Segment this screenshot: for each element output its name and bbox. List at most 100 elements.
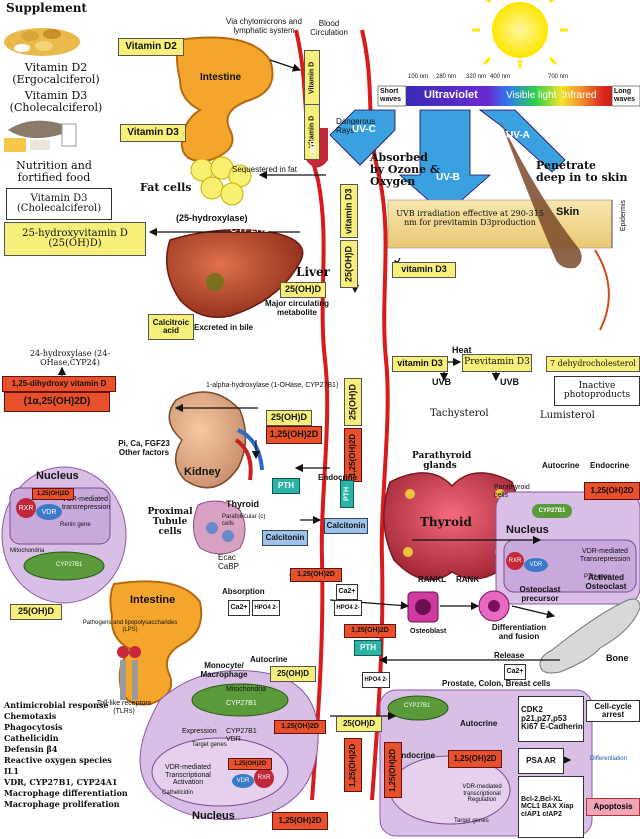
cyp-vdr-label: CYP27B1 VDR — [226, 728, 257, 743]
thyroid-small-image — [193, 500, 246, 555]
rank-label: RANK — [456, 575, 480, 584]
vitamin-d3-box: Vitamin D3 — [120, 124, 186, 142]
cyp2r1-label: CYP2R1 — [230, 224, 269, 235]
kidney-125ohd-box: 1,25(OH)2D — [266, 426, 322, 444]
response-item: Macrophage proliferation — [4, 799, 120, 809]
immune-response-list: Antimicrobial response Chemotaxis Phagoc… — [4, 700, 128, 810]
osteoclast-precursor-label: Osteoclast precursor — [519, 585, 561, 603]
bone-pth-box: PTH — [354, 640, 382, 656]
factors-label: Pi, Ca, FGF23 Other factors — [118, 439, 170, 457]
1-alpha-hydroxylase-label: 1-alpha-hydroxylase (1-OHase, CYP27B1) — [206, 382, 339, 389]
cancer-cells-title: Prostate, Colon, Breast cells — [442, 679, 551, 688]
macrophage-cyp27b1-label: CYP27B1 — [226, 700, 257, 707]
response-item: Antimicrobial response — [4, 700, 109, 710]
blood-25ohd-box-2: 25(OH)D — [344, 378, 362, 426]
uvb-arrow — [398, 109, 492, 216]
bone-image — [539, 598, 640, 674]
ecac-cabp-label: Ecac CaBP — [218, 553, 239, 571]
nutrition-label: Nutrition and fortified food — [16, 159, 92, 185]
cancer-autocrine-label: Autocrine — [460, 719, 498, 728]
vitamin-d3-name: Vitamin D3 (Cholecalciferol) — [9, 89, 103, 115]
apoptosis-box: Apoptosis — [586, 798, 640, 816]
skin-label: Skin — [556, 206, 580, 218]
uvb-label-2: UVB — [500, 377, 520, 387]
major-metabolite-label: Major circulating metabolite — [264, 299, 329, 317]
parathyroid-nucleus-title: Nucleus — [506, 524, 549, 536]
response-item: Chemotaxis — [4, 711, 57, 721]
pathway-vitamin-d3-box: vitamin D3 — [392, 356, 448, 372]
response-item: Reactive oxygen species — [4, 755, 112, 765]
blood-circulation-label: Blood Circulation — [310, 19, 348, 37]
endocrine-label: Endocrine — [318, 473, 358, 482]
bone-ca-box: Ca2+ — [504, 664, 526, 680]
excreted-in-bile-label: Excreted in bile — [194, 323, 254, 332]
macrophage-nucleus-title: Nucleus — [192, 810, 235, 822]
left-vdr-icon: VDR — [36, 504, 62, 520]
kidney-25ohd-box: 25(OH)D — [266, 410, 312, 426]
vitamin-d2-box: Vitamin D2 — [118, 38, 184, 56]
macrophage-125ohd-box-1: 1,25(OH)2D — [274, 720, 326, 734]
chylomicrons-label: Via chylomicrons and lymphatic system — [226, 17, 302, 35]
bcl-genes-box: Bcl-2,Bcl-XL MCL1 BAX Xiap cIAP1 cIAP2 — [518, 776, 584, 838]
pth-box-1: PTH — [272, 478, 300, 494]
vitamin-d-column-box-1: Vitamin D — [304, 50, 320, 106]
7-dehydrocholesterol-box: 7 dehydrocholesterol — [546, 356, 640, 372]
liver-image — [165, 229, 304, 318]
macrophage-125ohd-box-3: 1,25(OH)2D — [272, 812, 328, 830]
left-25ohd-box: 25(OH)D — [10, 604, 62, 620]
response-item: Defensin β4 — [4, 744, 58, 754]
cancer-endocrine-label: Endocrine — [396, 751, 436, 760]
125-dihydroxy-form-box: (1α,25(OH)2D) — [4, 392, 110, 412]
hair-follicle — [500, 120, 582, 269]
previtamin-d3-box: Previtamin D3 — [462, 354, 532, 372]
vdr-activation-label: VDR-mediated Transcriptional Activation — [165, 764, 211, 787]
food-image — [4, 120, 77, 152]
thyroid-small-label: Thyroid — [226, 499, 259, 509]
left-cyp27b1-label: CYP27B1 — [56, 562, 83, 568]
vitamin-d3-food-box: Vitamin D3 (Cholecalciferol) — [6, 188, 112, 220]
skin-layer — [387, 199, 613, 249]
response-item: IL1 — [4, 766, 19, 776]
vitamin-d2-name: Vitamin D2 (Ergocalciferol) — [12, 61, 100, 87]
heat-label: Heat — [452, 345, 472, 355]
left-mitochondria-label: Mitochondria — [10, 548, 45, 554]
24-hydroxylase-label: 24-hydroxylase (24-OHase,CYP24) — [29, 349, 111, 367]
cancer-cyp27b1-label: CYP27B1 — [404, 703, 431, 709]
long-waves-label: Long waves — [614, 88, 636, 103]
renin-gene-label: Renin gene — [60, 522, 91, 528]
parafollicular-label: Parafollicular (c) cells — [222, 514, 266, 527]
penetrate-skin-label: Penetrate deep in to skin — [536, 159, 628, 185]
visible-light-label: Visible light — [506, 90, 557, 101]
kidney-label: Kidney — [184, 466, 221, 478]
supplement-pills-image — [4, 28, 80, 56]
nm700-label: 700 nm — [548, 74, 569, 80]
parathyroid-cyp27b1-label: CYP27B1 — [532, 504, 572, 518]
blood-hpo4-box: HPO4 2- — [334, 600, 362, 616]
parathyroid-cells-label: Parathyroid cells — [494, 484, 530, 499]
macrophage-autocrine-label: Autocrine — [250, 655, 288, 664]
intestine-label-top: Intestine — [200, 72, 242, 83]
pathogens-label: Pathogens and lipopolysaccharides (LPS) — [82, 620, 178, 633]
25-hydroxyvitamin-d-box: 25-hydroxyvitamin D (25(OH)D) — [4, 222, 146, 256]
cdk-genes-box: CDK2 p21,p27,p53 Ki67 E-Cadherin — [518, 696, 584, 742]
endocrine-label-2: Endocrine — [590, 461, 630, 470]
infrared-label: Infrared — [562, 90, 597, 101]
liver-label: Liver — [296, 265, 330, 279]
rankl-label: RANKL — [418, 575, 446, 584]
monocyte-macrophage-label: Monocyte/ Macrophage — [200, 661, 248, 679]
calcitonin-box-1: Calcitonin — [262, 530, 308, 546]
macrophage-mitochondria-label: Mitochondria — [226, 686, 267, 693]
left-nucleus-title: Nucleus — [36, 470, 79, 482]
cancer-125ohd-box: 1,25(OH)2D — [448, 750, 502, 768]
uvb-label-1: UVB — [432, 377, 452, 387]
macrophage-target-genes-label: Target genes — [192, 742, 227, 748]
blood-vitamin-d3-box: vitamin D3 — [340, 184, 358, 238]
tachysterol-label: Tachysterol — [430, 408, 489, 419]
uvb-effect-label: UVB irradiation effective at 290-315 nm … — [396, 209, 544, 227]
calcitonin-box-2: Calcitonin — [324, 518, 368, 534]
calcitroic-acid-box: Calcitroic acid — [148, 314, 194, 340]
absorption-label: Absorption — [222, 587, 265, 596]
thyroid-125ohd-box: 1,25(OH)2D — [290, 568, 342, 582]
intestine-ca-box: Ca2+ — [228, 600, 250, 616]
